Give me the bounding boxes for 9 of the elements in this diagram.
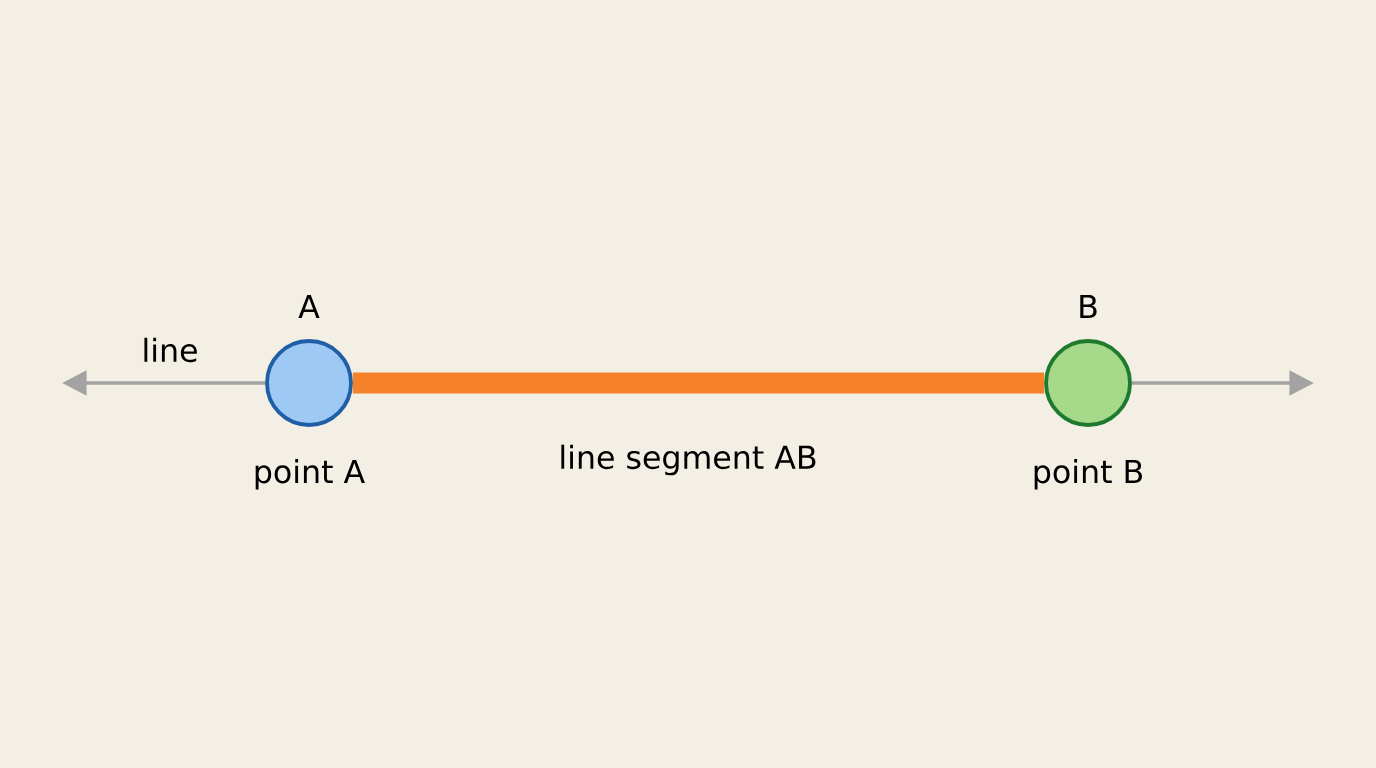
point-circle bbox=[265, 339, 353, 427]
point-label: point B bbox=[1034, 458, 1142, 490]
point-circle bbox=[1044, 339, 1132, 427]
point-letter: A bbox=[298, 294, 320, 318]
edge-label: line bbox=[144, 337, 197, 363]
point-letter: B bbox=[1080, 294, 1097, 318]
point-label: point A bbox=[255, 458, 365, 490]
edge-label: line segment AB bbox=[561, 444, 816, 476]
line-segment bbox=[352, 372, 1045, 394]
